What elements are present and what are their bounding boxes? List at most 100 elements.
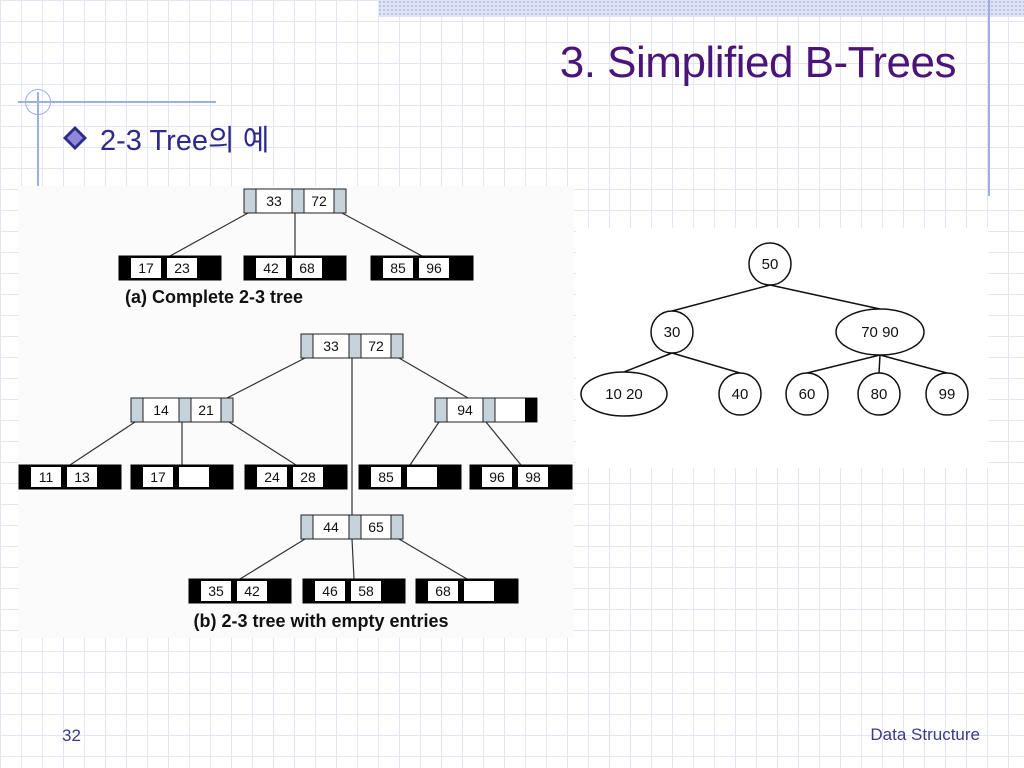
leaf-key: 28 xyxy=(300,469,316,485)
oval-node-key: 50 xyxy=(762,256,779,273)
leaf-key-cell xyxy=(67,467,97,487)
tree-edge xyxy=(398,538,468,580)
oval-node-shape xyxy=(718,372,762,416)
oval-node-shape xyxy=(580,371,668,417)
page-number: 32 xyxy=(62,726,81,745)
bullet-text: 2-3 Tree의 예 xyxy=(100,125,270,157)
oval-node-key: 70 90 xyxy=(861,324,899,341)
caption-b: (b) 2-3 tree with empty entries xyxy=(193,611,448,631)
node-pointer-cell xyxy=(178,397,192,423)
leaf-node: 85 96 xyxy=(370,255,474,281)
node-pointer-cell xyxy=(300,333,314,359)
leaf-key-cell xyxy=(428,581,458,601)
tree-edge xyxy=(228,421,297,466)
oval-node-shape xyxy=(857,372,901,416)
node-key-cell xyxy=(190,397,222,423)
node-key: 94 xyxy=(457,402,473,418)
node-key: 21 xyxy=(198,402,214,418)
oval-tree-edge xyxy=(623,352,673,373)
tree-edge xyxy=(69,421,136,466)
oval-node-key: 30 xyxy=(664,324,681,341)
oval-node-key: 10 20 xyxy=(605,386,643,403)
internal-node: 44 65 xyxy=(300,514,404,540)
leaf-key-cell xyxy=(167,258,197,278)
leaf-key-cell xyxy=(143,467,173,487)
bullet-item: 2-3 Tree의 예 xyxy=(62,118,269,158)
leaf-key: 85 xyxy=(390,260,406,276)
caption-a: (a) Complete 2-3 tree xyxy=(125,287,303,307)
oval-node-key: 80 xyxy=(871,386,888,403)
node-pointer-cell xyxy=(291,188,305,214)
node-pointer-cell xyxy=(243,188,257,214)
oval-node-key: 60 xyxy=(799,386,816,403)
header-vertical-rule xyxy=(988,0,990,196)
figure-2-3-tree-ovals: 50 30 70 90 10 20 40 60 80 99 xyxy=(576,228,988,468)
leaf-key: 96 xyxy=(426,260,442,276)
node-pointer-cell xyxy=(482,397,496,423)
node-key: 72 xyxy=(311,193,327,209)
oval-tree-edge xyxy=(671,284,771,312)
leaf-key-cell xyxy=(351,581,381,601)
oval-tree-edge xyxy=(806,354,881,374)
node-key-cell xyxy=(312,514,350,540)
leaf-key-cell xyxy=(407,467,437,487)
leaf-key: 98 xyxy=(525,469,541,485)
node-pointer-cell xyxy=(348,333,362,359)
leaf-key-cell xyxy=(201,581,231,601)
leaf-key-cell xyxy=(383,258,413,278)
tree-edge xyxy=(351,538,355,580)
oval-node: 70 90 xyxy=(835,308,925,356)
leaf-node: 68 xyxy=(415,578,519,604)
leaf-key-cell xyxy=(179,467,209,487)
leaf-node: 85 xyxy=(358,464,462,490)
leaf-key-cell xyxy=(315,581,345,601)
oval-node: 30 xyxy=(650,310,694,354)
leaf-key-cell xyxy=(31,467,61,487)
node-pointer-cell xyxy=(220,397,234,423)
leaf-key: 17 xyxy=(138,260,154,276)
node-key: 72 xyxy=(368,338,384,354)
oval-tree-edge xyxy=(769,284,881,310)
oval-node: 10 20 xyxy=(580,371,668,417)
left-vertical-rule xyxy=(37,92,39,188)
leaf-key: 42 xyxy=(244,583,260,599)
node-key-cell xyxy=(303,188,335,214)
leaf-key: 58 xyxy=(358,583,374,599)
oval-node-shape xyxy=(748,242,792,286)
leaf-key: 17 xyxy=(150,469,166,485)
internal-node: 14 21 xyxy=(130,397,234,423)
internal-node: 33 72 xyxy=(300,333,404,359)
tree-edge xyxy=(239,538,306,580)
node-key-cell xyxy=(360,333,392,359)
node-key: 33 xyxy=(323,338,339,354)
leaf-key-cell xyxy=(518,467,548,487)
node-pointer-cell xyxy=(390,333,404,359)
footer-label: Data Structure xyxy=(870,725,980,744)
node-key: 65 xyxy=(368,519,384,535)
oval-node: 40 xyxy=(718,372,762,416)
node-pointer-cell xyxy=(434,397,448,423)
left-horizontal-rule xyxy=(18,101,216,103)
oval-node-key: 99 xyxy=(939,386,956,403)
node-key-cell xyxy=(255,188,293,214)
node-key: 44 xyxy=(323,519,339,535)
oval-tree-edge xyxy=(671,352,741,374)
node-pointer-cell xyxy=(390,514,404,540)
leaf-key: 68 xyxy=(299,260,315,276)
oval-node: 60 xyxy=(785,372,829,416)
node-key: 14 xyxy=(153,402,169,418)
node-pointer-cell xyxy=(333,188,347,214)
leaf-key: 85 xyxy=(378,469,394,485)
leaf-node: 17 xyxy=(130,464,234,490)
tree-edge xyxy=(398,357,469,399)
node-key-cell xyxy=(360,514,392,540)
diamond-bullet-icon xyxy=(63,126,87,150)
leaf-key-cell xyxy=(257,467,287,487)
oval-node-key: 40 xyxy=(732,386,749,403)
leaf-key-cell xyxy=(131,258,161,278)
leaf-key-cell xyxy=(371,467,401,487)
